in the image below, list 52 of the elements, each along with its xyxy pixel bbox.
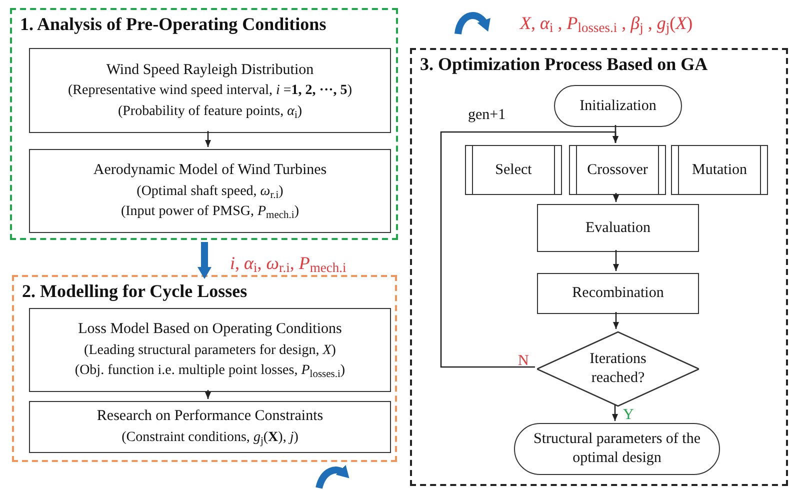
box-title: 2. Modelling for Cycle Losses (22, 280, 248, 302)
box-detail: (Representative wind speed interval, i =1, 2, ···, 5) (68, 82, 352, 100)
edge-label: i, α$_{i}$, ω$_{r.i}$, P$_{mech.i}$ (230, 252, 346, 277)
box-title: Evaluation (586, 218, 650, 238)
arrow (613, 312, 619, 329)
box-title: Research on Performance Constraints (96, 407, 324, 426)
box-detail: (Leading structural parameters for design, X) (84, 342, 336, 360)
curved-arrow (454, 12, 490, 35)
box-detail: (Probability of feature points, α$_{i}$) (118, 102, 302, 120)
edge-label: Y (623, 406, 634, 425)
box-title: Initialization (580, 96, 656, 116)
box-title: Wind Speed Rayleigh Distribution (106, 60, 314, 80)
process-box (29, 149, 391, 233)
box-detail: (Optimal shaft speed, ω$_{r.i}$) (136, 182, 284, 200)
edge-label: X, α$_{i}$ , P$_{losses.i}$ , β$_{j}$ , g$_{j}$(X) (520, 12, 693, 37)
subprocess-box (465, 145, 562, 195)
box-title: Recombination (572, 284, 664, 303)
arrow (612, 405, 618, 421)
box-title: Aerodynamic Model of Wind Turbines (93, 161, 327, 180)
dashed-group-frame (410, 48, 788, 486)
dashed-group-frame (10, 8, 398, 240)
box-detail: (Input power of PMSG, P$_{mech.i}$) (120, 203, 299, 221)
terminal-shape (554, 85, 682, 127)
arrow (613, 193, 619, 202)
process-box (537, 273, 699, 314)
arrow (205, 390, 211, 399)
arrow (613, 250, 619, 271)
box-title: Mutation (692, 160, 747, 180)
subprocess-box (671, 145, 768, 195)
arrow (440, 131, 618, 368)
box-title: 3. Optimization Process Based on GA (420, 53, 708, 76)
box-title: 1. Analysis of Pre-Operating Conditions (20, 13, 326, 36)
box-title: Structural parameters of the optimal design (532, 430, 702, 468)
curved-arrow (198, 242, 212, 279)
terminal-shape (514, 423, 720, 475)
curved-arrow (316, 464, 350, 489)
edge-label: N (518, 352, 529, 371)
process-box (29, 401, 391, 453)
arrow (205, 131, 211, 147)
decision-diamond (537, 331, 699, 407)
process-box (29, 48, 391, 133)
box-title: Select (495, 160, 532, 180)
process-box (29, 308, 391, 392)
subprocess-box (569, 145, 666, 195)
dashed-group-frame (12, 275, 397, 462)
box-title: Loss Model Based on Operating Conditions (78, 320, 342, 339)
box-detail: (Obj. function i.e. multiple point losses, P$_{losses.i}$) (74, 362, 346, 380)
box-title: Crossover (587, 160, 648, 180)
loop-label: gen+1 (468, 106, 506, 125)
process-box (537, 204, 699, 252)
box-title: Iterations reached? (588, 350, 648, 388)
box-detail: (Constraint conditions, g$_{j}$(X), j) (122, 429, 298, 447)
